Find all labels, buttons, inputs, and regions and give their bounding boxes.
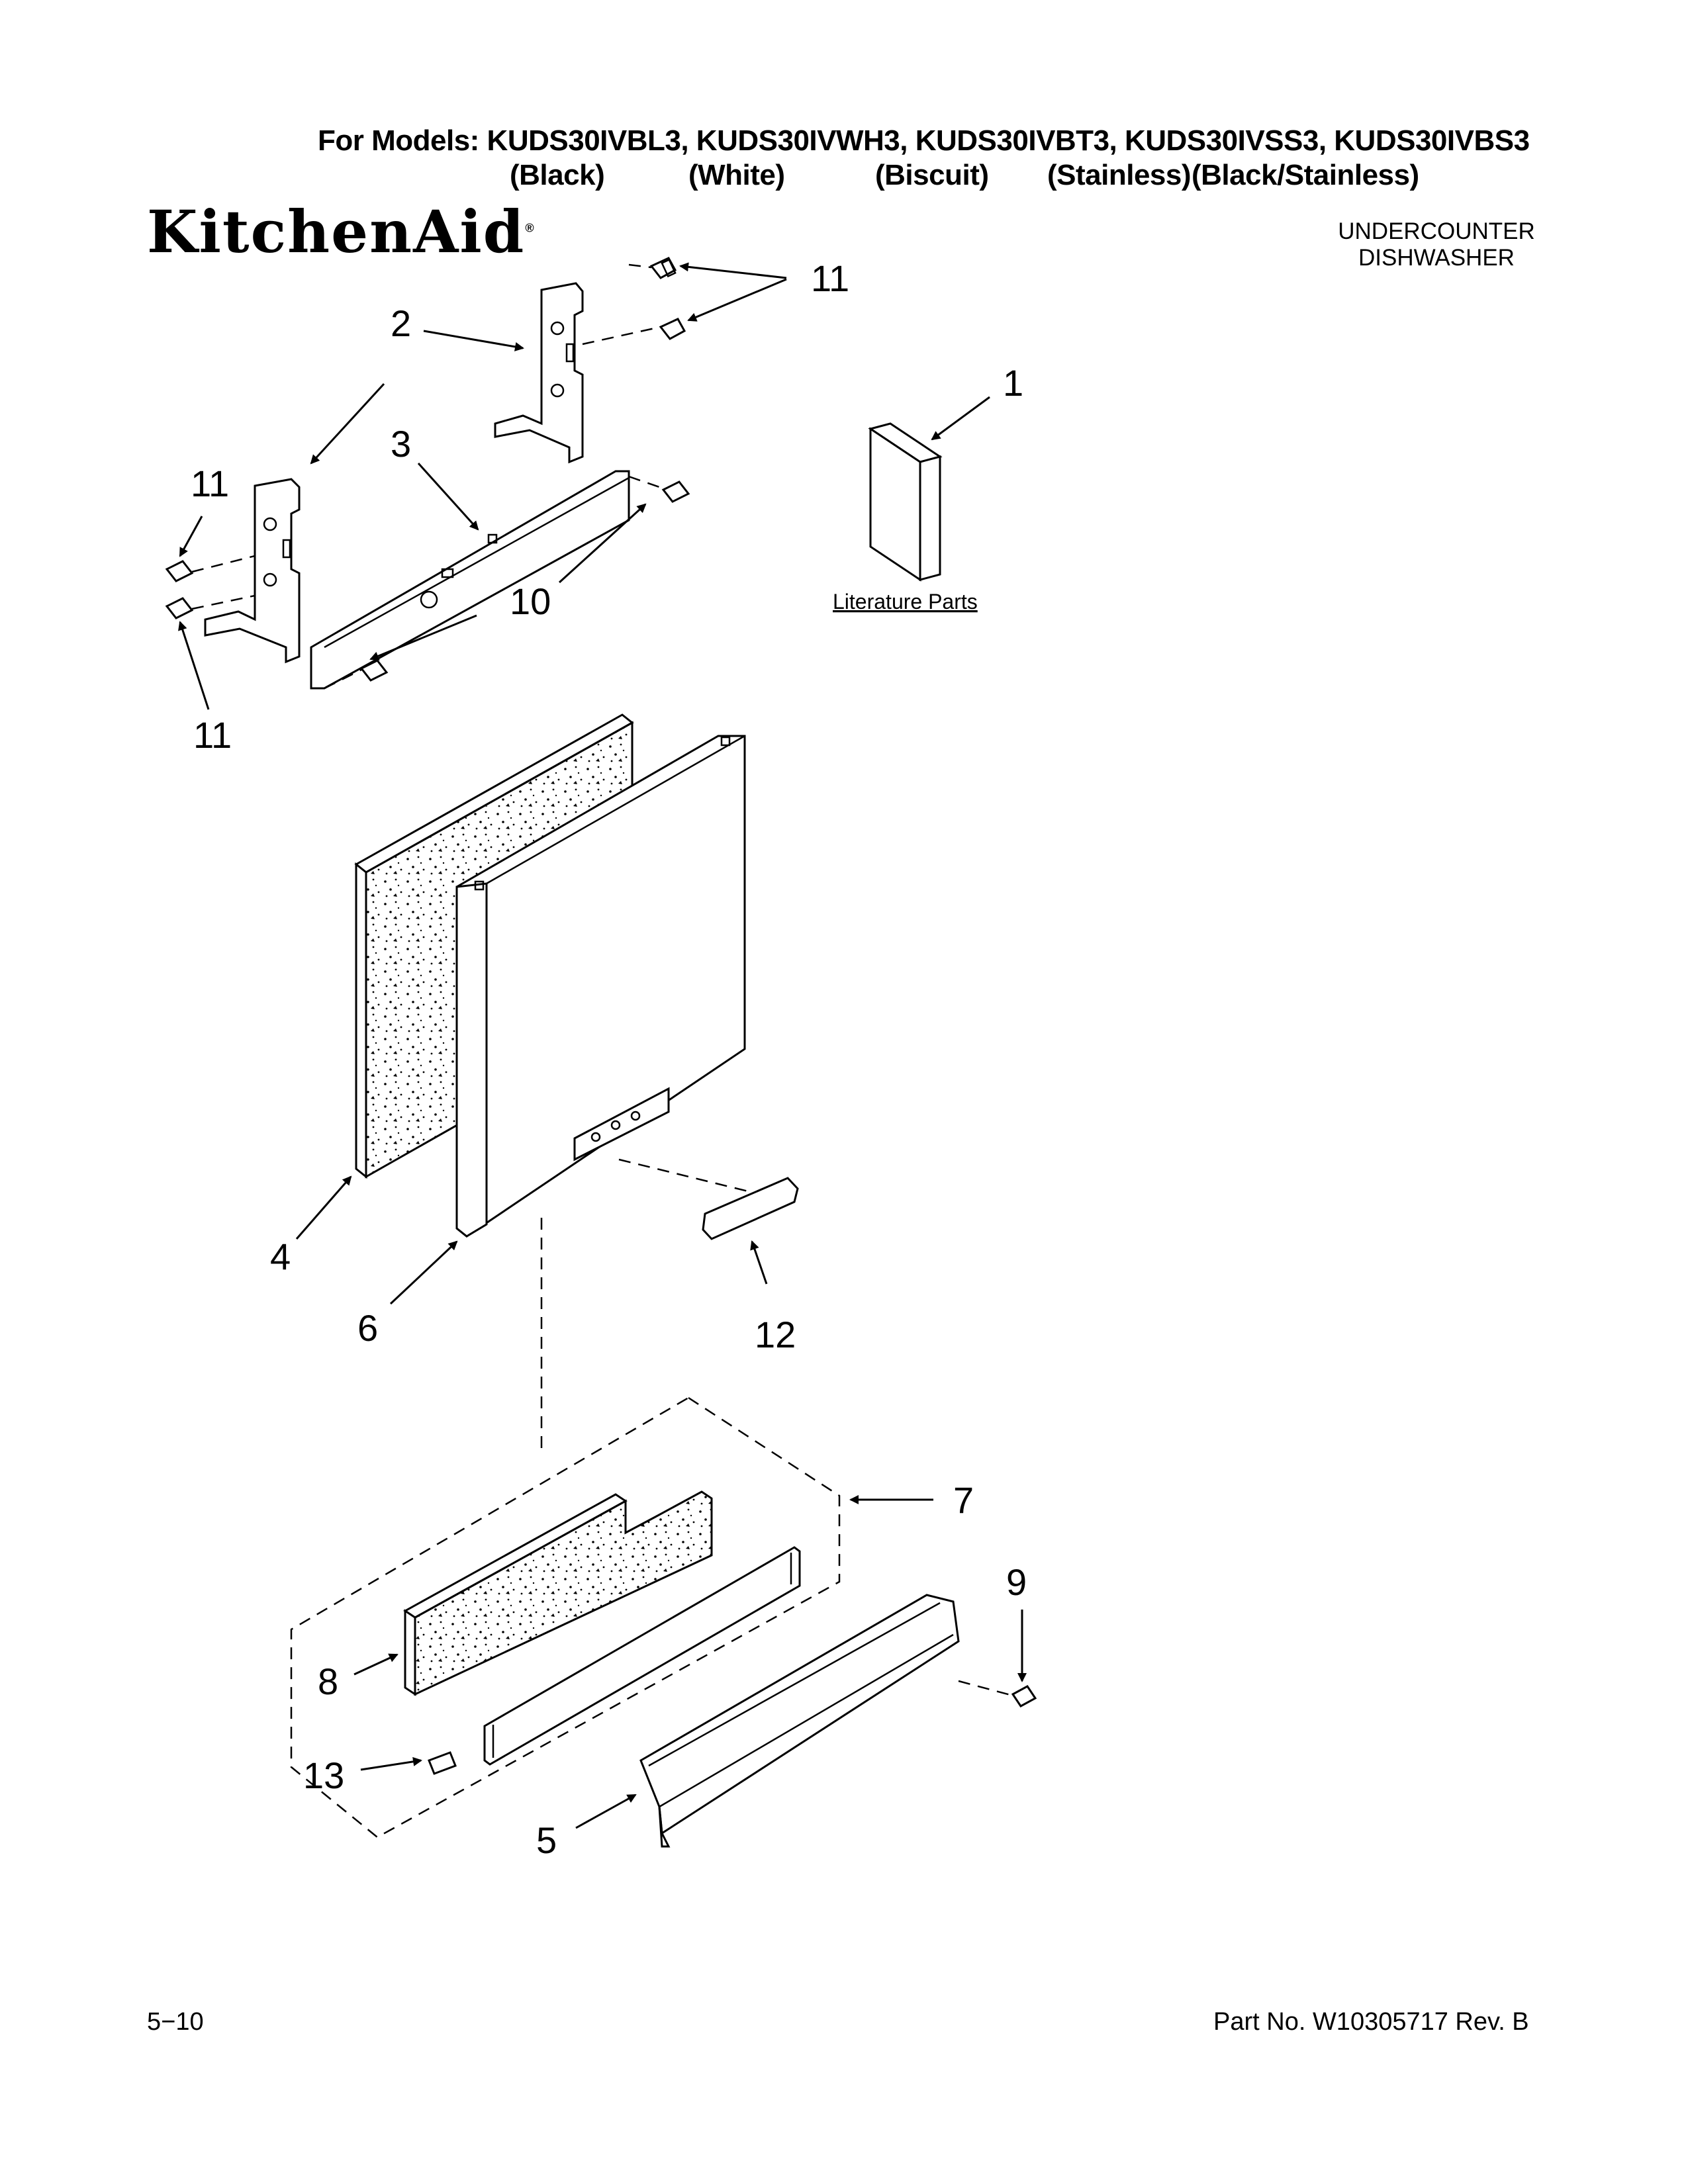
callout-7: 7 [953,1479,974,1521]
toe-panel [639,1594,960,1848]
screw-10-right [661,480,690,503]
leader-2a [423,330,524,351]
callout-1: 1 [1003,362,1023,404]
leader-8 [353,1653,399,1676]
screw-11-left-2 [165,597,194,619]
literature-booklet [868,422,943,582]
callout-11-top: 11 [811,257,849,299]
callout-13: 13 [303,1754,344,1796]
callout-11-left-bottom: 11 [193,714,232,756]
color-stainless: (Stainless) [1047,159,1192,191]
outer-door-panel [455,735,746,1238]
footer-date: 5−10 [147,2008,204,2036]
screw-10-left [359,659,389,682]
callout-4: 4 [270,1236,291,1277]
leader-10a [558,503,647,584]
color-white: (White) [688,159,785,191]
screw-11-top-1 [649,257,677,279]
callout-3: 3 [391,423,411,465]
literature-parts-label: Literature Parts [833,590,978,614]
color-biscuit: (Biscuit) [875,159,989,191]
callout-8: 8 [318,1661,338,1702]
models-line: For Models: KUDS30IVBL3, KUDS30IVWH3, KU… [318,124,1530,157]
color-black: (Black) [510,159,605,191]
product-type-line2: DISHWASHER [1358,245,1515,271]
hinge-support-bar [310,470,630,690]
callout-10: 10 [510,580,551,622]
screw-9 [1011,1685,1037,1707]
callout-12: 12 [755,1314,796,1355]
callout-6: 6 [357,1307,378,1349]
leader-5 [575,1794,637,1829]
clip-13 [428,1751,457,1775]
handle-trim [702,1177,799,1240]
footer-part-number: Part No. W10305717 Rev. B [1213,2008,1529,2036]
callout-5: 5 [536,1819,557,1861]
hinge-bracket-left [204,478,301,664]
screw-11-top-2 [659,318,686,340]
color-black-stainless: (Black/Stainless) [1192,159,1419,191]
product-type-line1: UNDERCOUNTER [1338,218,1535,244]
leader-10b [369,614,477,660]
screw-11-left-1 [165,560,194,582]
callout-2: 2 [391,302,411,344]
callout-9: 9 [1006,1561,1027,1603]
leader-4 [295,1175,352,1240]
leader-3 [417,462,479,531]
leader-12 [750,1240,768,1285]
leader-11-left-b [178,621,210,710]
hinge-bracket-right [494,282,584,464]
lower-insulation [403,1490,713,1696]
leader-6 [389,1240,458,1305]
callout-11-left-top: 11 [191,463,229,504]
leader-11-left-a [179,516,203,557]
leader-11-top-a [679,262,787,279]
product-type: UNDERCOUNTER DISHWASHER [1317,218,1556,271]
kit-7-boundary [290,1396,841,1839]
leader-2b [310,383,385,465]
lower-door-strip [483,1546,801,1766]
brand-logo: KitchenAid® [147,197,536,266]
leader-13 [360,1756,422,1771]
leader-1 [931,396,990,441]
leader-11-top-b [687,278,787,322]
